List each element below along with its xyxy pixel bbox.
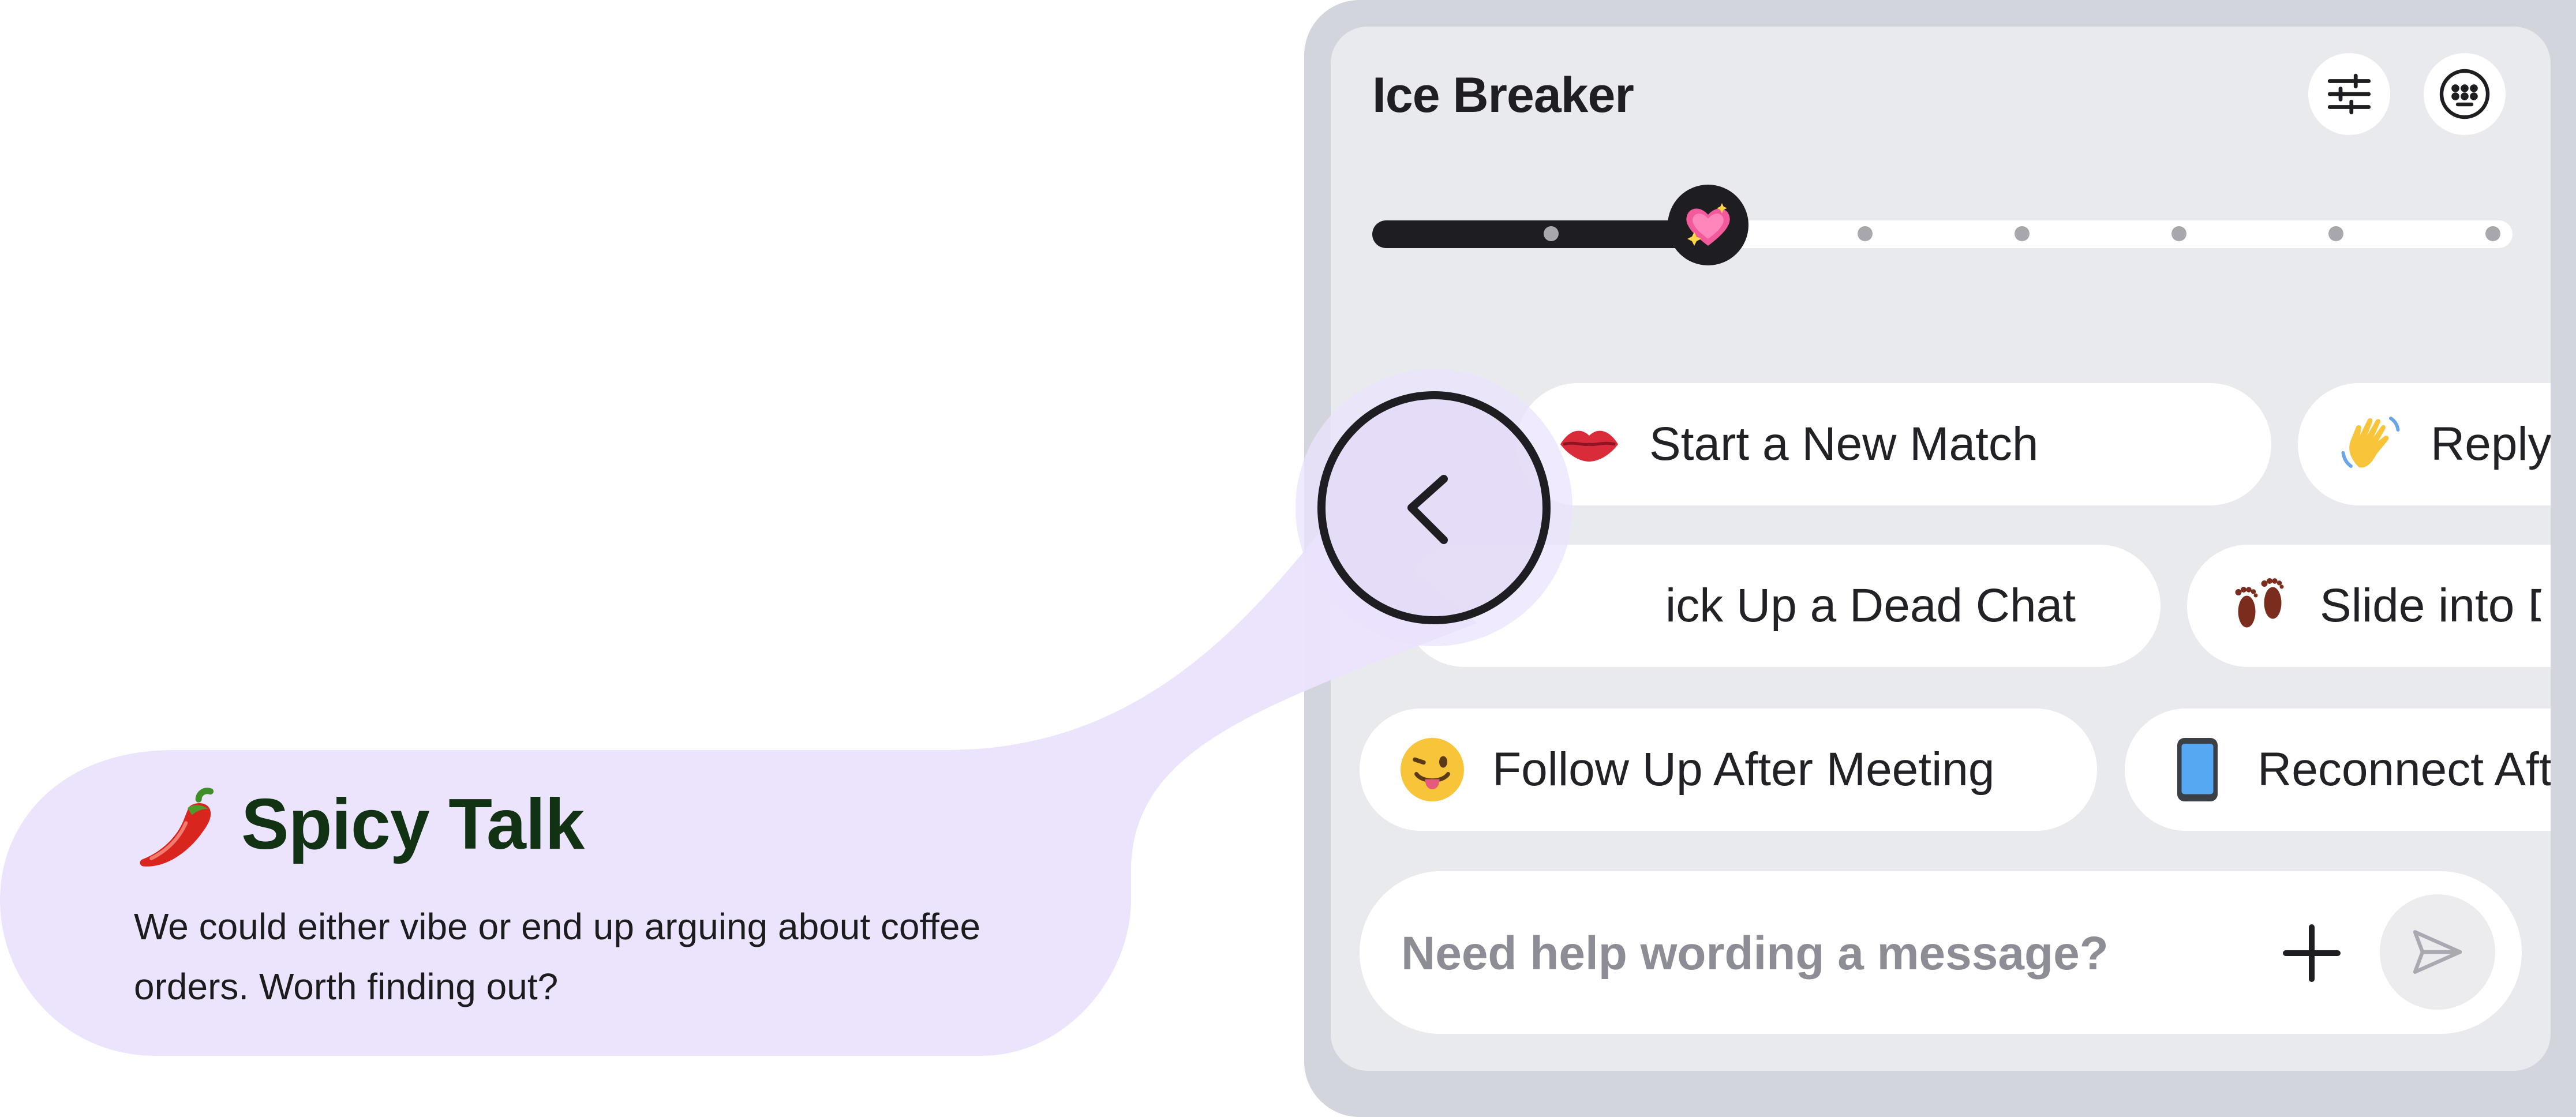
- chip-slide-into-dms[interactable]: Slide into DMs: [2187, 545, 2551, 667]
- sparkling-heart-emoji: [1686, 203, 1730, 246]
- chip-start-new-match[interactable]: Start a New Match: [1517, 383, 2271, 505]
- intensity-slider[interactable]: [1372, 185, 2513, 265]
- slider-step-dot[interactable]: [2015, 226, 2030, 241]
- hot-pepper-emoji: [140, 788, 214, 867]
- kiss-lips-emoji: [1555, 410, 1624, 479]
- slider-step-dot[interactable]: [2328, 226, 2343, 241]
- chip-reply-to-hi[interactable]: Reply to a “hi: [2298, 383, 2551, 505]
- ice-breaker-screen: Ice Breaker: [1331, 27, 2551, 1071]
- slider-step-dot[interactable]: [1544, 226, 1559, 241]
- slider-step-dot[interactable]: [2171, 226, 2186, 241]
- slider-step-dot[interactable]: [2485, 226, 2500, 241]
- chip-label: Reply to a “hi: [2431, 418, 2551, 470]
- sliders-icon: [2327, 73, 2371, 115]
- send-icon: [2413, 930, 2462, 974]
- slider-thumb[interactable]: [1668, 185, 1748, 265]
- chip-follow-up-after-meeting[interactable]: Follow Up After Meeting: [1360, 709, 2097, 831]
- chevron-left-icon[interactable]: [1407, 475, 1448, 544]
- filter-button[interactable]: [2308, 53, 2390, 135]
- chip-label: ick Up a Dead Chat: [1665, 579, 2076, 632]
- mobile-phone-emoji: [2163, 735, 2232, 804]
- winking-tongue-face-emoji: [1398, 735, 1467, 804]
- chip-label: Start a New Match: [1649, 418, 2039, 470]
- chip-label: Reconnect Aft: [2257, 743, 2551, 796]
- chip-label: Slide into DMs: [2320, 579, 2551, 632]
- plus-icon[interactable]: [2277, 919, 2346, 988]
- send-button[interactable]: [2380, 894, 2495, 1010]
- chip-reconnect-after[interactable]: Reconnect Aft: [2125, 709, 2551, 831]
- page-title: Ice Breaker: [1372, 68, 1634, 123]
- message-composer[interactable]: Need help wording a message?: [1360, 871, 2522, 1034]
- keyboard-button[interactable]: [2424, 53, 2506, 135]
- message-input[interactable]: Need help wording a message?: [1401, 927, 2109, 980]
- keyboard-icon: [2439, 69, 2490, 119]
- callout-description: We could either vibe or end up arguing a…: [134, 906, 981, 1007]
- back-button[interactable]: [1321, 395, 1547, 620]
- waving-hand-emoji: [2336, 410, 2405, 479]
- callout-title: Spicy Talk: [241, 785, 585, 864]
- slider-fill: [1372, 220, 1708, 248]
- slider-step-dot[interactable]: [1858, 226, 1873, 241]
- footprints-emoji: [2225, 571, 2294, 640]
- chip-label: Follow Up After Meeting: [1492, 743, 1995, 796]
